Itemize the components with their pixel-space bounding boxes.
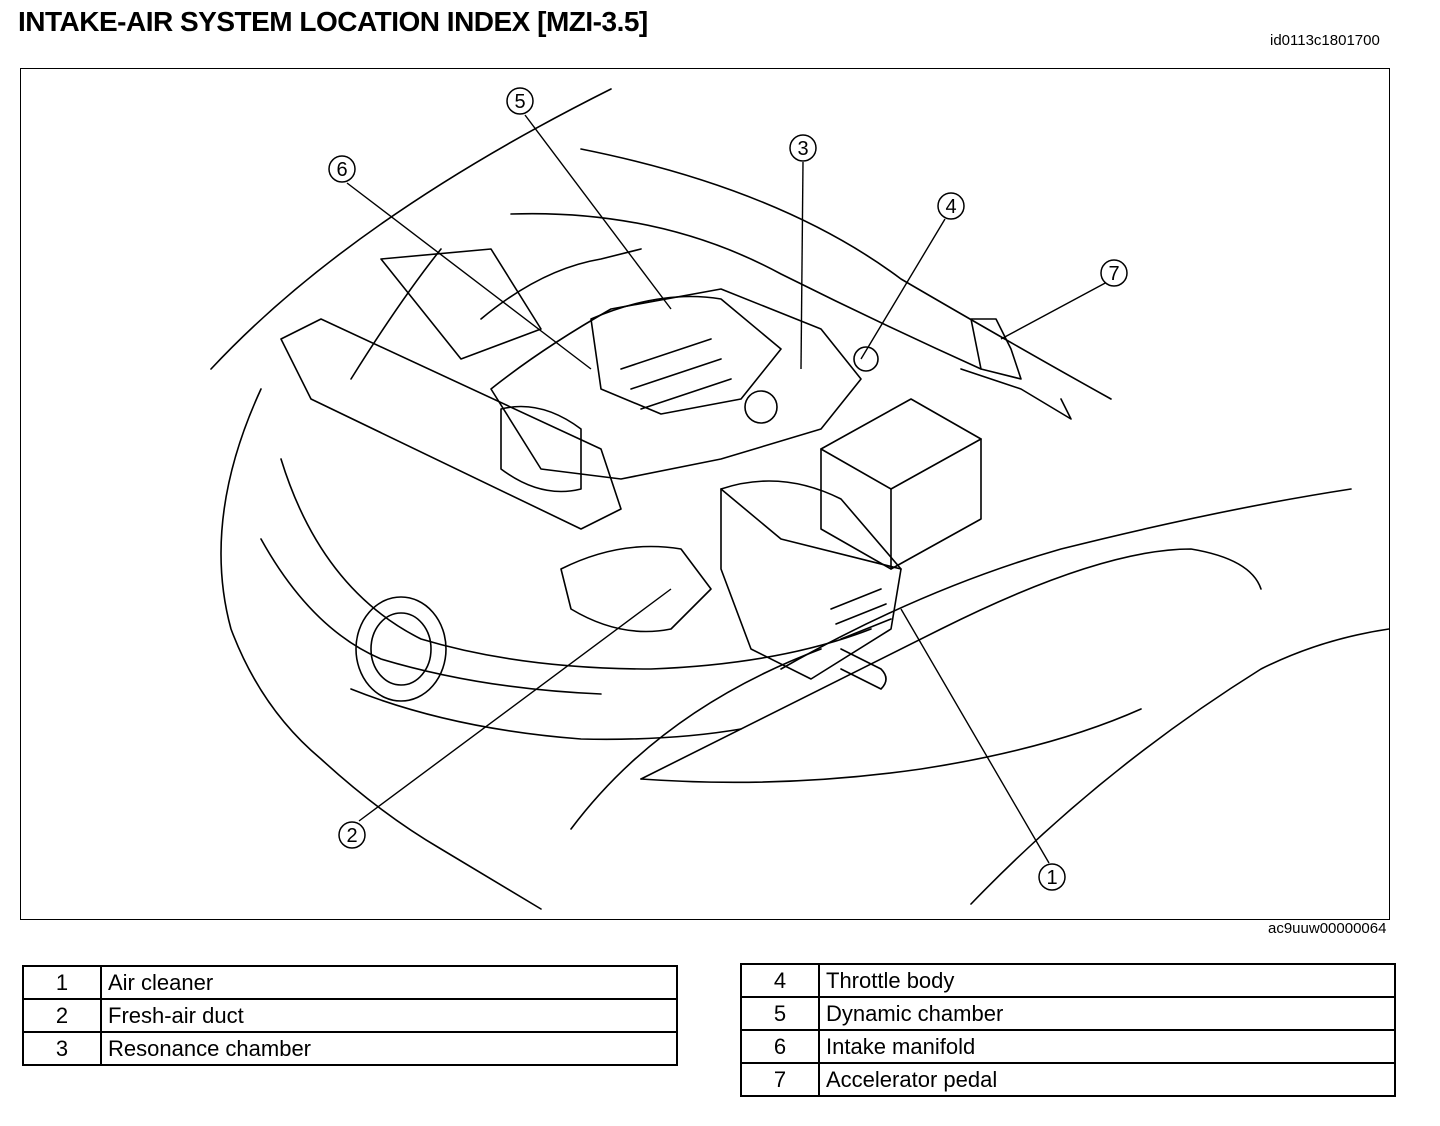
leader-line-7 — [1000, 280, 1110, 340]
fascia-outline — [220, 388, 542, 910]
legend-number: 3 — [22, 1031, 102, 1066]
callout-2: 2 — [338, 821, 366, 849]
svg-text:3: 3 — [797, 138, 808, 160]
air-cleaner-lid — [720, 488, 902, 570]
legend-label: Resonance chamber — [100, 1031, 678, 1066]
svg-text:6: 6 — [336, 159, 347, 181]
radiator-top — [380, 248, 542, 360]
svg-text:1: 1 — [1046, 867, 1057, 889]
bumper-line — [280, 458, 872, 670]
lower-grille — [350, 688, 742, 741]
legend-number: 5 — [740, 996, 820, 1031]
valve-cover — [500, 405, 582, 493]
intake-plenum — [590, 295, 782, 415]
svg-text:2: 2 — [346, 825, 357, 847]
vacuum-line — [480, 248, 642, 320]
cowl-line — [510, 212, 982, 370]
fog-lamp — [355, 596, 447, 702]
table-row: 6 Intake manifold — [740, 1029, 1396, 1064]
leader-line-6 — [346, 182, 592, 370]
legend-number: 4 — [740, 963, 820, 998]
legend-label: Dynamic chamber — [818, 996, 1396, 1031]
fender-lower — [640, 708, 1142, 784]
legend-number: 7 — [740, 1062, 820, 1097]
callout-7: 7 — [1100, 259, 1128, 287]
callout-3: 3 — [789, 134, 817, 162]
callout-5: 5 — [506, 87, 534, 115]
legend-label: Fresh-air duct — [100, 998, 678, 1033]
callout-4: 4 — [937, 192, 965, 220]
wheel-arch — [570, 648, 822, 830]
table-row: 1 Air cleaner — [22, 965, 678, 1000]
radiator-support — [280, 318, 622, 530]
svg-text:4: 4 — [945, 196, 956, 218]
page-title: INTAKE-AIR SYSTEM LOCATION INDEX [MZI-3.… — [18, 6, 648, 37]
svg-text:7: 7 — [1108, 263, 1119, 285]
document-id: id0113c1801700 — [1270, 32, 1380, 49]
grille-line — [260, 538, 602, 695]
throttle-opening — [853, 346, 879, 372]
fresh-air-duct — [560, 545, 712, 633]
table-row: 7 Accelerator pedal — [740, 1062, 1396, 1097]
legend-label: Intake manifold — [818, 1029, 1396, 1064]
hood-edge — [210, 88, 612, 370]
table-row: 4 Throttle body — [740, 963, 1396, 998]
figure-id: ac9uuw00000064 — [1268, 920, 1387, 937]
callout-layer: 1 2 3 4 5 6 7 — [328, 87, 1128, 891]
legend-number: 2 — [22, 998, 102, 1033]
air-inlet-tube — [840, 648, 887, 690]
svg-text:5: 5 — [514, 91, 525, 113]
line-drawing — [210, 88, 1389, 910]
table-row: 2 Fresh-air duct — [22, 998, 678, 1033]
legend-table-left: 1 Air cleaner 2 Fresh-air duct 3 Resonan… — [22, 965, 678, 1066]
pedal-bracket — [970, 318, 1022, 380]
fog-lamp-inner — [370, 612, 432, 686]
table-row: 3 Resonance chamber — [22, 1031, 678, 1066]
legend-label: Accelerator pedal — [818, 1062, 1396, 1097]
engine-bay-illustration: 1 2 3 4 5 6 7 — [20, 68, 1390, 920]
callout-1: 1 — [1038, 863, 1066, 891]
legend-label: Throttle body — [818, 963, 1396, 998]
oil-cap — [744, 390, 778, 424]
body-side — [970, 628, 1389, 905]
leader-line-1 — [900, 608, 1050, 864]
callout-6: 6 — [328, 155, 356, 183]
leader-line-4 — [860, 218, 946, 360]
fender-crease — [640, 548, 1262, 780]
legend-number: 6 — [740, 1029, 820, 1064]
leader-line-3 — [800, 161, 804, 370]
coolant-hose — [350, 248, 442, 380]
plenum-ribs — [620, 338, 732, 410]
table-row: 5 Dynamic chamber — [740, 996, 1396, 1031]
legend-number: 1 — [22, 965, 102, 1000]
legend-table-right: 4 Throttle body 5 Dynamic chamber 6 Inta… — [740, 963, 1396, 1097]
leader-line-5 — [524, 114, 672, 310]
engine-block — [490, 288, 862, 480]
fender-line — [780, 488, 1352, 670]
leader-line-2 — [358, 588, 672, 822]
air-cleaner — [720, 480, 902, 680]
legend-label: Air cleaner — [100, 965, 678, 1000]
brake-line — [960, 368, 1072, 420]
air-cleaner-fins — [830, 588, 892, 640]
battery — [820, 398, 982, 570]
hood-inner-edge — [580, 148, 1112, 400]
